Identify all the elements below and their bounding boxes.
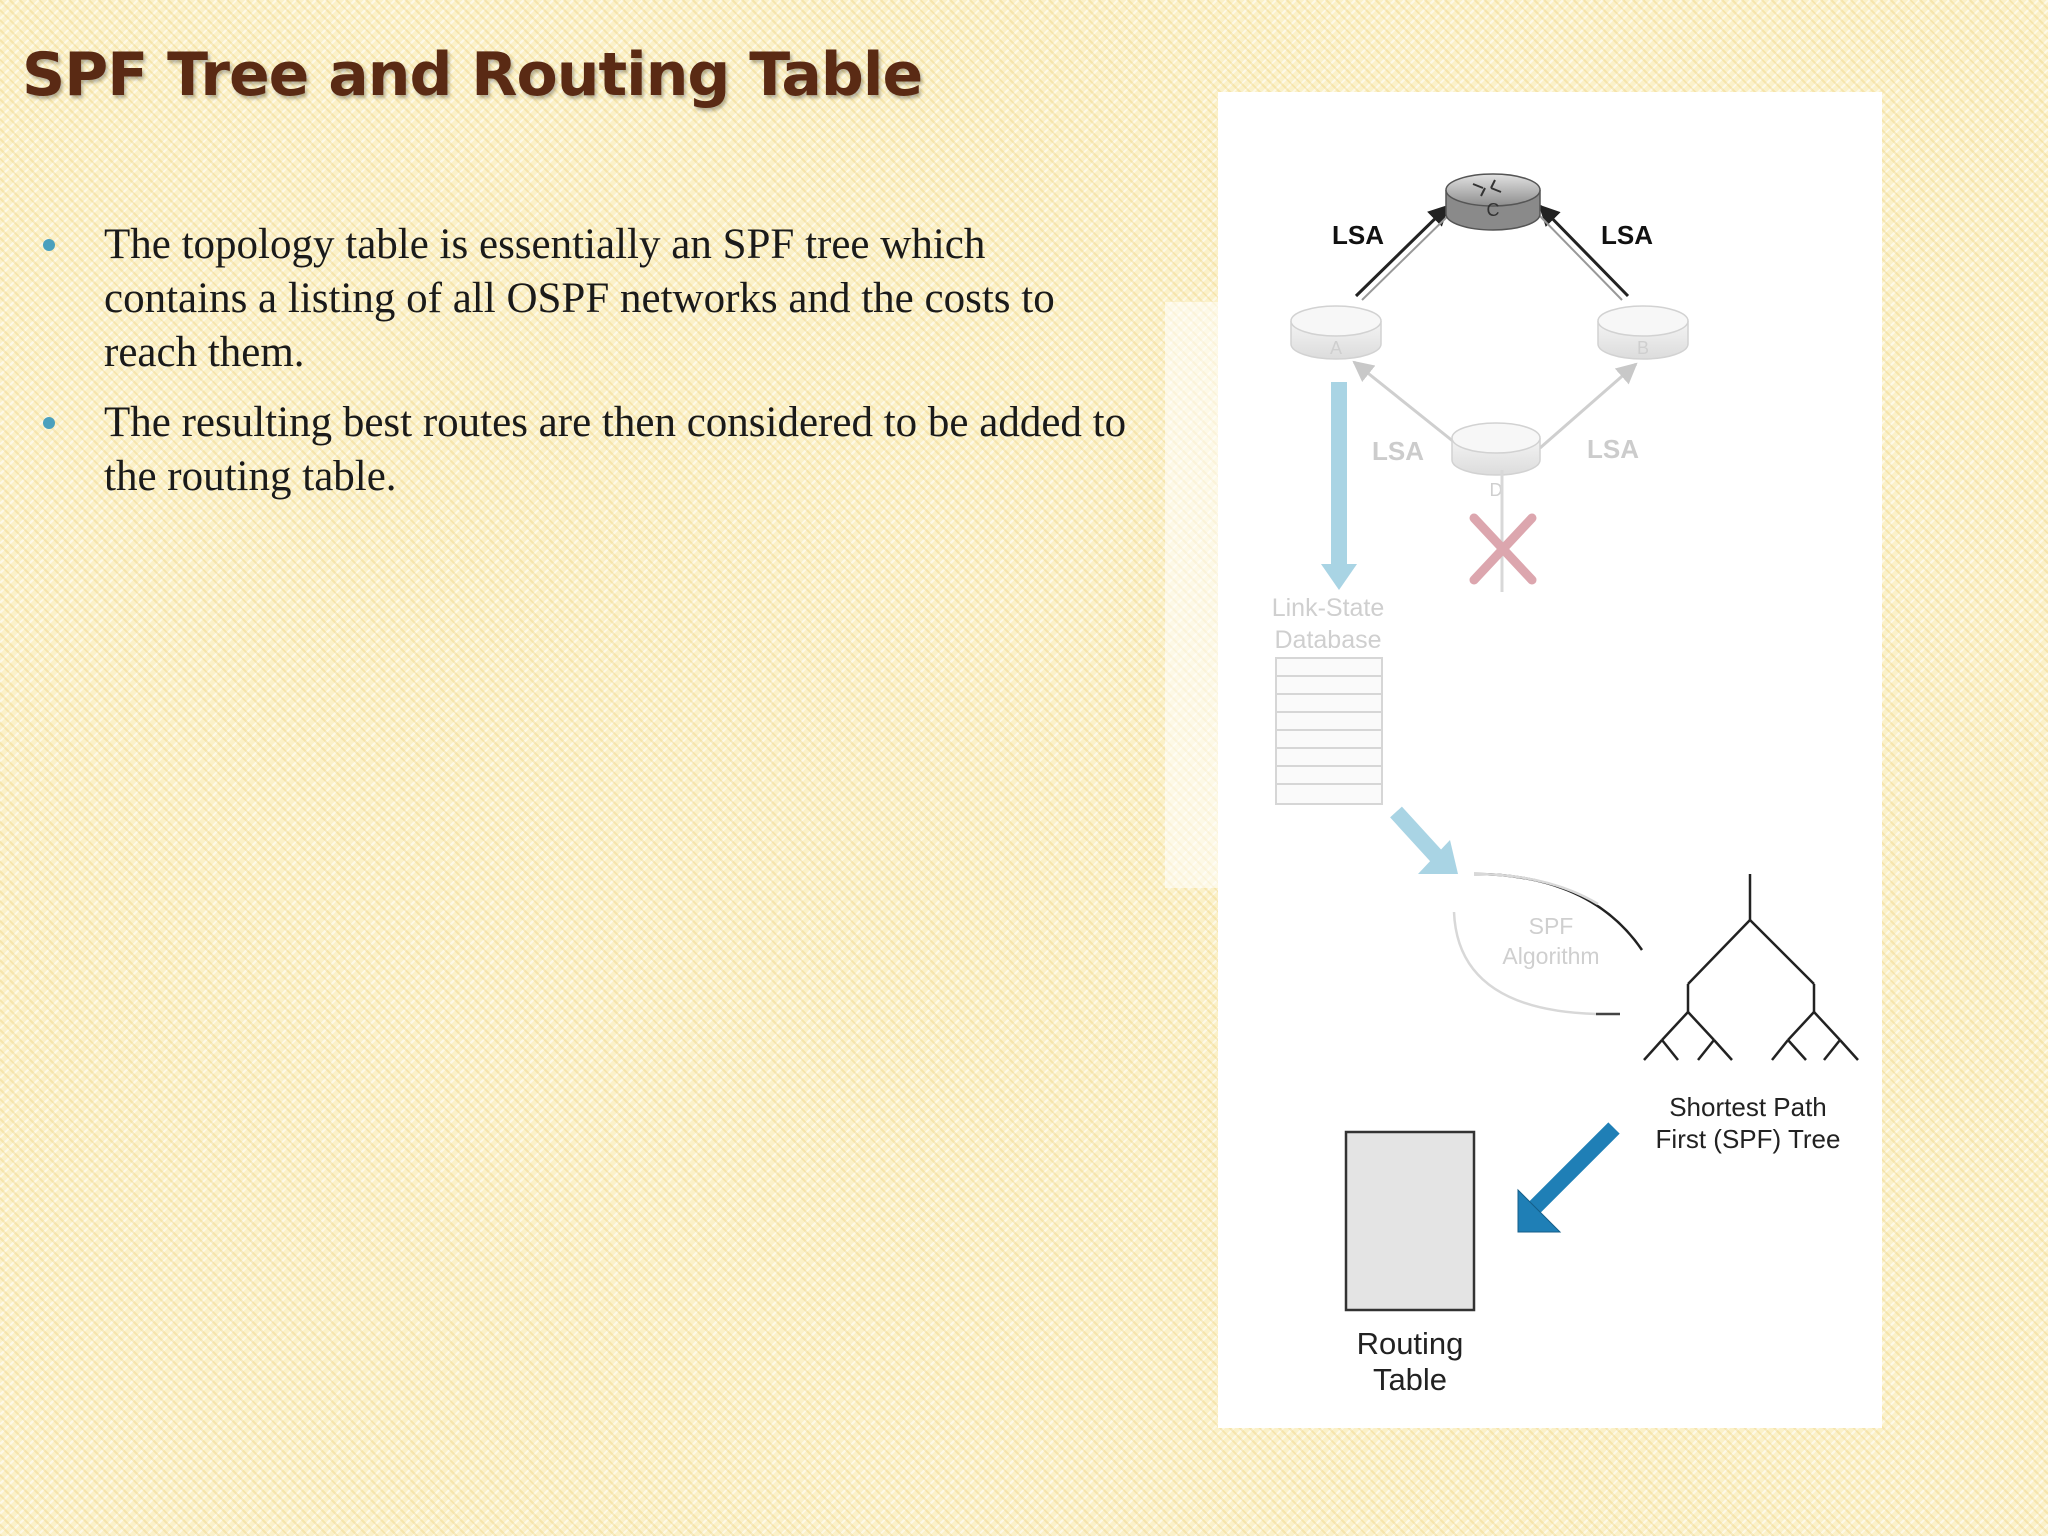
- lsdb-label-line: Database: [1274, 626, 1381, 654]
- spf-algorithm-icon: [1452, 872, 1644, 1016]
- lsa-arrow-icon: [1352, 360, 1465, 452]
- lsa-label: LSA: [1372, 436, 1424, 466]
- lsa-label: LSA: [1332, 220, 1384, 250]
- bullet-text: The topology table is essentially an SPF…: [104, 221, 1055, 376]
- lsa-arrow-icon: [1354, 204, 1455, 301]
- down-arrow-icon: [1321, 382, 1357, 590]
- spf-label-line: SPF: [1529, 913, 1574, 939]
- x-mark-icon: [1469, 470, 1537, 592]
- routing-table-label-line: Table: [1373, 1362, 1447, 1397]
- router-icon: C: [1445, 173, 1541, 231]
- arrow-icon: [1517, 1122, 1620, 1233]
- router-label: B: [1637, 338, 1649, 358]
- spf-tree-label-line: First (SPF) Tree: [1656, 1124, 1841, 1154]
- lsdb-label-line: Link-State: [1272, 594, 1385, 622]
- bullet-list: The topology table is essentially an SPF…: [40, 218, 1130, 520]
- router-label: A: [1330, 338, 1342, 358]
- lsa-label: LSA: [1587, 434, 1639, 464]
- bullet-text: The resulting best routes are then consi…: [104, 399, 1127, 500]
- router-icon: B: [1597, 305, 1689, 360]
- ospf-diagram: C A B D LSA LSA LSA LSA: [1272, 173, 1859, 1397]
- lsa-arrow-icon: [1539, 362, 1638, 450]
- slide-title: SPF Tree and Routing Table: [22, 40, 923, 110]
- diagonal-arrow-icon: [1390, 806, 1458, 874]
- spf-tree-label-line: Shortest Path: [1669, 1092, 1827, 1122]
- bullet-dot-icon: [43, 239, 55, 251]
- bullet-dot-icon: [43, 417, 55, 429]
- bullet-item: The topology table is essentially an SPF…: [40, 218, 1130, 380]
- ospf-figure: C A B D LSA LSA LSA LSA: [1218, 92, 1882, 1428]
- tree-icon: [1643, 874, 1859, 1061]
- lsa-arrow-icon: [1533, 204, 1630, 301]
- lsa-label: LSA: [1601, 220, 1653, 250]
- fade-overlay: [1165, 302, 1225, 888]
- router-icon: D: [1451, 422, 1541, 500]
- router-icon: A: [1290, 305, 1382, 360]
- router-label: C: [1487, 200, 1500, 220]
- document-icon: [1344, 1130, 1476, 1312]
- database-icon: [1275, 657, 1383, 805]
- bullet-item: The resulting best routes are then consi…: [40, 396, 1130, 504]
- spf-label-line: Algorithm: [1502, 943, 1599, 969]
- routing-table-label-line: Routing: [1357, 1326, 1464, 1361]
- router-label: D: [1490, 480, 1503, 500]
